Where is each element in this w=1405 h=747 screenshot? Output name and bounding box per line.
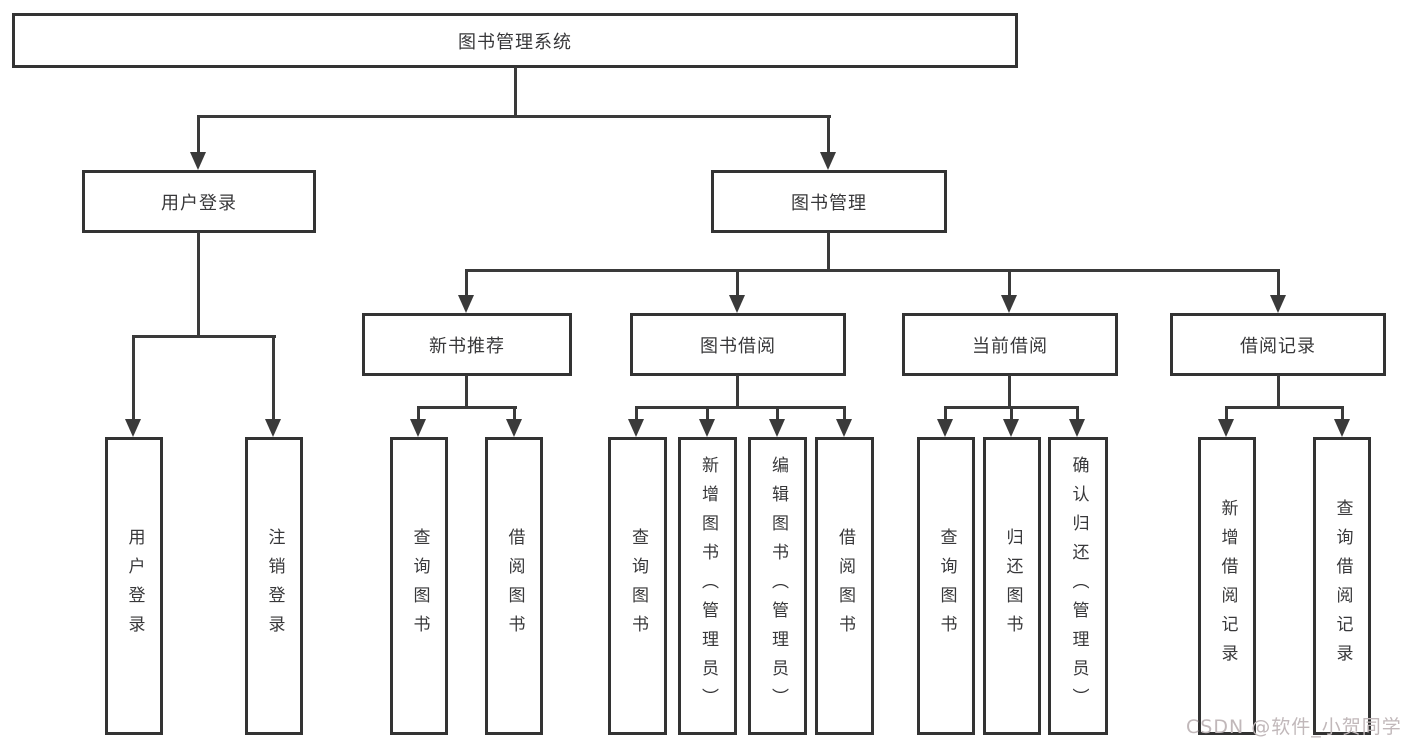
arrowhead bbox=[1218, 419, 1234, 437]
node-label: 图书管理系统 bbox=[458, 31, 572, 53]
node-book-borrowing: 图书借阅 bbox=[630, 313, 846, 376]
arrowhead bbox=[628, 419, 644, 437]
connector-stem bbox=[776, 406, 779, 421]
leaf-label: 查询图书 bbox=[628, 528, 648, 644]
connector-newbooks-hline bbox=[417, 406, 517, 409]
connector-stem-current bbox=[1008, 269, 1011, 297]
leaf-label: 编辑图书（管理员） bbox=[768, 455, 788, 717]
arrowhead bbox=[1003, 419, 1019, 437]
connector-userlogin-hline bbox=[132, 335, 276, 338]
leaf-label: 查询图书 bbox=[936, 528, 957, 644]
arrowhead bbox=[506, 419, 522, 437]
leaf-borrowing-query: 查询图书 bbox=[608, 437, 667, 735]
connector-stem bbox=[635, 406, 638, 421]
leaf-borrowing-edit-admin: 编辑图书（管理员） bbox=[748, 437, 807, 735]
leaf-logout: 注销登录 bbox=[245, 437, 303, 735]
arrowhead bbox=[836, 419, 852, 437]
leaf-label: 新增图书（管理员） bbox=[698, 455, 718, 717]
arrowhead-borrowing bbox=[729, 295, 745, 313]
node-user-login: 用户登录 bbox=[82, 170, 316, 233]
leaf-newbooks-borrow: 借阅图书 bbox=[485, 437, 543, 735]
connector-level3-hline bbox=[465, 269, 1280, 272]
arrowhead-records bbox=[1270, 295, 1286, 313]
connector-stem bbox=[944, 406, 947, 421]
arrowhead bbox=[1334, 419, 1350, 437]
leaf-newbooks-query: 查询图书 bbox=[390, 437, 448, 735]
arrowhead-new-books bbox=[458, 295, 474, 313]
node-book-management: 图书管理 bbox=[711, 170, 947, 233]
leaf-label: 确认归还（管理员） bbox=[1068, 455, 1089, 717]
connector-newbooks-vline bbox=[465, 375, 468, 408]
leaf-label: 注销登录 bbox=[264, 528, 285, 644]
leaf-records-add: 新增借阅记录 bbox=[1198, 437, 1256, 735]
connector-stem-borrowing bbox=[736, 269, 739, 297]
connector-stem-new-books bbox=[465, 269, 468, 297]
leaf-user-login: 用户登录 bbox=[105, 437, 163, 735]
connector-records-hline bbox=[1225, 406, 1344, 409]
connector-stem bbox=[513, 406, 516, 421]
connector-stem bbox=[1225, 406, 1228, 421]
arrowhead-current bbox=[1001, 295, 1017, 313]
connector-bookmgmt-vline bbox=[827, 232, 830, 271]
connector-stem-user-login bbox=[197, 115, 200, 155]
connector-stem bbox=[706, 406, 709, 421]
connector-stem bbox=[1341, 406, 1344, 421]
leaf-current-return: 归还图书 bbox=[983, 437, 1041, 735]
connector-stem bbox=[1076, 406, 1079, 421]
node-library-system: 图书管理系统 bbox=[12, 13, 1018, 68]
csdn-watermark: CSDN @软件_小贺同学 bbox=[1186, 716, 1402, 738]
connector-stem-login bbox=[132, 335, 135, 421]
leaf-records-query: 查询借阅记录 bbox=[1313, 437, 1371, 735]
leaf-label: 查询借阅记录 bbox=[1332, 499, 1353, 673]
connector-records-vline bbox=[1277, 375, 1280, 408]
arrowhead-book-mgmt bbox=[820, 152, 836, 170]
node-label: 新书推荐 bbox=[429, 335, 505, 357]
leaf-label: 查询图书 bbox=[409, 528, 430, 644]
arrowhead-login bbox=[125, 419, 141, 437]
arrowhead bbox=[1069, 419, 1085, 437]
node-label: 当前借阅 bbox=[972, 335, 1048, 357]
connector-root-stem bbox=[514, 67, 517, 117]
leaf-label: 新增借阅记录 bbox=[1217, 499, 1238, 673]
connector-userlogin-vline bbox=[197, 232, 200, 337]
connector-stem bbox=[417, 406, 420, 421]
connector-stem bbox=[843, 406, 846, 421]
node-label: 用户登录 bbox=[161, 192, 237, 214]
connector-stem-records bbox=[1277, 269, 1280, 297]
arrowhead-user-login bbox=[190, 152, 206, 170]
leaf-borrowing-add-admin: 新增图书（管理员） bbox=[678, 437, 737, 735]
arrowhead-logout bbox=[265, 419, 281, 437]
leaf-borrowing-borrow: 借阅图书 bbox=[815, 437, 874, 735]
node-label: 借阅记录 bbox=[1240, 335, 1316, 357]
node-current-borrowing: 当前借阅 bbox=[902, 313, 1118, 376]
arrowhead bbox=[769, 419, 785, 437]
connector-stem-logout bbox=[272, 335, 275, 421]
leaf-current-query: 查询图书 bbox=[917, 437, 975, 735]
node-label: 图书管理 bbox=[791, 192, 867, 214]
node-new-book-recommend: 新书推荐 bbox=[362, 313, 572, 376]
node-borrowing-records: 借阅记录 bbox=[1170, 313, 1386, 376]
arrowhead bbox=[699, 419, 715, 437]
node-label: 图书借阅 bbox=[700, 335, 776, 357]
arrowhead bbox=[410, 419, 426, 437]
connector-level1-hline bbox=[197, 115, 831, 118]
arrowhead bbox=[937, 419, 953, 437]
connector-stem-book-mgmt bbox=[827, 115, 830, 155]
connector-stem bbox=[1010, 406, 1013, 421]
leaf-label: 归还图书 bbox=[1002, 528, 1023, 644]
leaf-current-confirm-admin: 确认归还（管理员） bbox=[1048, 437, 1108, 735]
connector-borrowing-vline bbox=[736, 375, 739, 408]
leaf-label: 借阅图书 bbox=[504, 528, 525, 644]
leaf-label: 借阅图书 bbox=[835, 528, 855, 644]
connector-current-vline bbox=[1008, 375, 1011, 408]
leaf-label: 用户登录 bbox=[124, 528, 145, 644]
connector-borrowing-hline bbox=[635, 406, 846, 409]
